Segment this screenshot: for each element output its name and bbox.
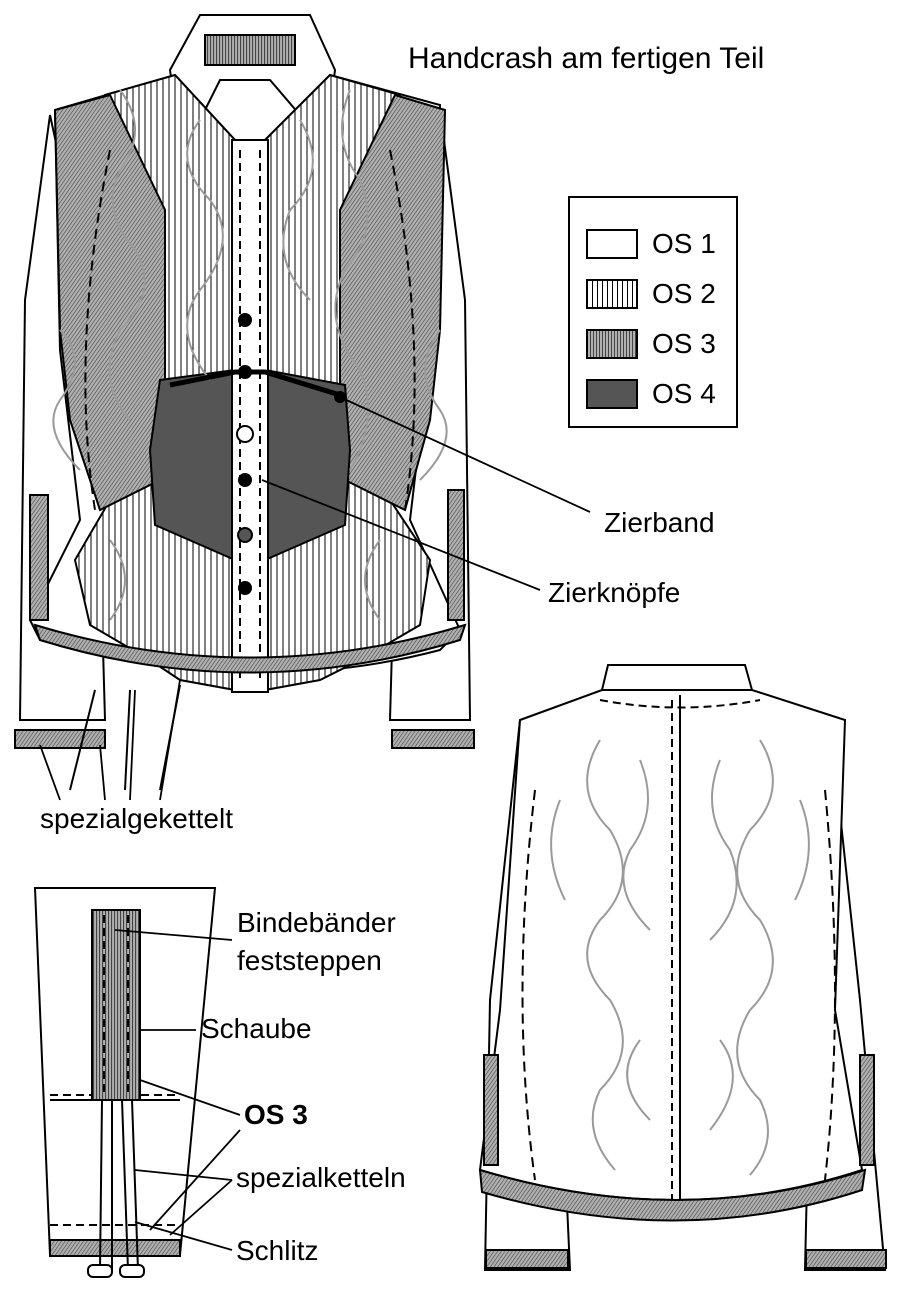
spezialketteln-label: spezialketteln [236, 1162, 406, 1193]
page-title: Handcrash am fertigen Teil [408, 42, 765, 75]
spezialgekettelt-label: spezialgekettelt [40, 803, 234, 834]
collar-stand [204, 34, 296, 66]
bindebaender-label-line2: feststeppen [237, 945, 382, 976]
button-4 [238, 473, 252, 487]
legend-swatch-os1 [586, 229, 638, 259]
crash-lines-front [52, 89, 448, 621]
legend-swatch-os3 [586, 329, 638, 359]
legend-box: OS 1 OS 2 OS 3 OS 4 [568, 196, 738, 428]
spezialketteln-leader-2 [169, 1179, 233, 1236]
legend-item-os1: OS 1 [586, 226, 716, 262]
front-placket [231, 139, 269, 693]
legend-label-os3: OS 3 [652, 328, 716, 359]
front-jacket [14, 14, 475, 791]
spezialketteln-leader [134, 1169, 233, 1181]
detail-cuff [49, 1239, 181, 1257]
bindebaender-label-line1: Bindebänder [237, 907, 396, 938]
legend-swatch-os4 [586, 379, 638, 409]
zierknoepfe-label: Zierknöpfe [548, 577, 681, 608]
legend-swatch-os2 [586, 279, 638, 309]
back-hem-band [478, 1168, 867, 1222]
left-cuff [14, 729, 106, 749]
button-1 [238, 313, 252, 327]
back-collar [600, 664, 754, 691]
legend-label-os4: OS 4 [652, 378, 716, 409]
legend-item-os2: OS 2 [586, 276, 716, 312]
zierband-leader [341, 397, 591, 513]
right-cuff [391, 729, 475, 749]
legend-label-os2: OS 2 [652, 278, 716, 309]
os3-leader-2 [149, 1129, 241, 1231]
bindebaender-leader [114, 929, 233, 941]
schaube-label: Schaube [201, 1013, 312, 1044]
schlitz-leader [134, 1221, 233, 1251]
front-hem-band [33, 623, 467, 674]
os3-label: OS 3 [244, 1099, 308, 1130]
sleeve-detail [33, 887, 217, 1278]
zierband-label: Zierband [604, 507, 715, 538]
schaube-strip [91, 909, 141, 1101]
left-corset-os4 [148, 368, 236, 562]
legend-item-os4: OS 4 [586, 376, 716, 412]
zierknoepfe-leader [261, 479, 541, 591]
crash-lines-back [550, 739, 810, 1176]
legend-item-os3: OS 3 [586, 326, 716, 362]
button-5 [237, 527, 253, 543]
back-jacket [478, 664, 887, 1271]
legend-label-os1: OS 1 [652, 228, 716, 259]
spezialgekettelt-leaders [39, 679, 181, 801]
button-6 [238, 581, 252, 595]
zierband-line [169, 369, 341, 398]
schlitz-label: Schlitz [236, 1235, 319, 1266]
button-3 [236, 425, 254, 443]
os3-leader [139, 1079, 241, 1116]
